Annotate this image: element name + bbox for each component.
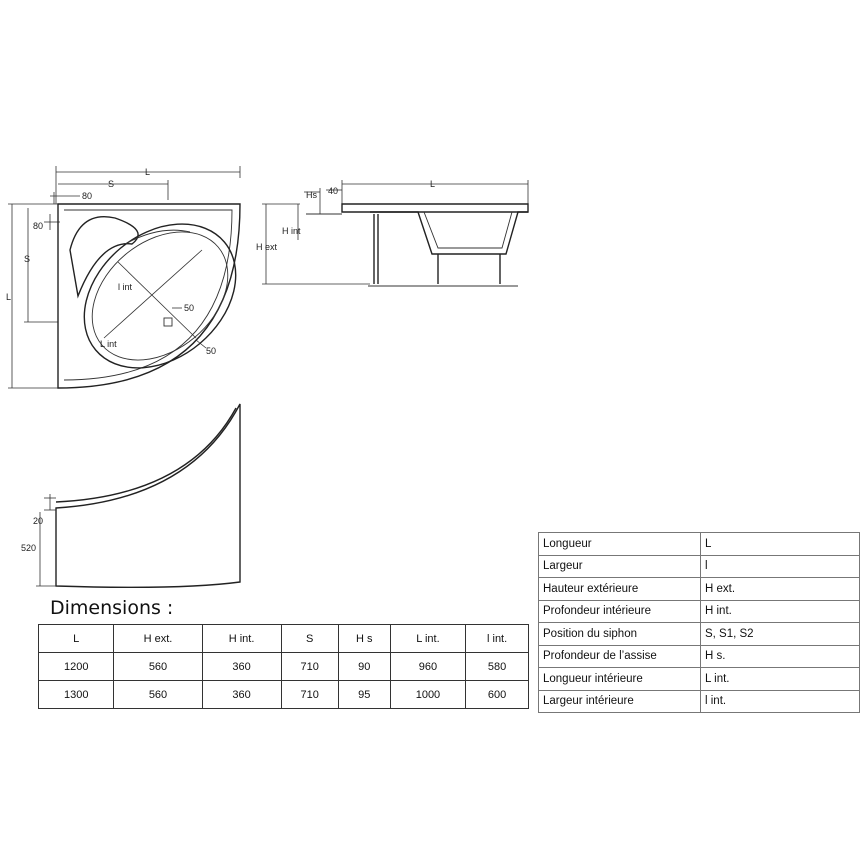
table-cell: 90 xyxy=(337,652,391,681)
legend-code: l int. xyxy=(700,689,860,713)
legend-name: Largeur xyxy=(538,554,701,578)
table-row: 1200 560 360 710 90 960 580 xyxy=(37,652,529,681)
table-cell: 560 xyxy=(113,680,203,709)
front-view: 20 520 xyxy=(21,403,241,589)
table-cell: 710 xyxy=(280,652,339,681)
label-H-int: H int xyxy=(282,226,301,236)
label-50-b: 50 xyxy=(206,346,216,356)
legend-code: L int. xyxy=(700,667,860,691)
legend-name: Largeur intérieure xyxy=(538,689,701,713)
legend-name: Profondeur intérieure xyxy=(538,599,701,623)
legend-code: l xyxy=(700,554,860,578)
legend-code: L xyxy=(700,532,860,556)
table-cell: 1300 xyxy=(37,680,115,709)
table-cell: 600 xyxy=(465,680,529,709)
table-header-row: L H ext. H int. S H s L int. l int. xyxy=(37,624,529,653)
table-cell: 1200 xyxy=(37,652,115,681)
dimensions-title: Dimensions : xyxy=(50,597,174,619)
side-view: L Hs 40 H int H ext xyxy=(256,179,529,287)
dimensions-table: L H ext. H int. S H s L int. l int. 1200… xyxy=(37,624,529,709)
legend-name: Hauteur extérieure xyxy=(538,577,701,601)
legend-code: H ext. xyxy=(700,577,860,601)
label-L-int: L int xyxy=(100,339,117,349)
table-cell: 960 xyxy=(389,652,467,681)
top-view: L S 80 80 S L l int L int xyxy=(6,166,241,389)
legend-code: S, S1, S2 xyxy=(700,622,860,646)
header-cell: l int. xyxy=(465,624,529,653)
header-cell: H s xyxy=(337,624,391,653)
header-cell: L int. xyxy=(389,624,467,653)
label-20: 20 xyxy=(33,516,43,526)
label-H-ext: H ext xyxy=(256,242,278,252)
legend-code: H s. xyxy=(700,644,860,668)
label-S-side: S xyxy=(24,254,30,264)
label-80-top: 80 xyxy=(82,191,92,201)
label-l-int: l int xyxy=(118,282,133,292)
header-cell: H ext. xyxy=(113,624,203,653)
table-cell: 1000 xyxy=(389,680,467,709)
table-row: 1300 560 360 710 95 1000 600 xyxy=(37,680,529,709)
legend-name: Profondeur de l’assise xyxy=(538,644,701,668)
header-cell: L xyxy=(37,624,115,653)
table-cell: 95 xyxy=(337,680,391,709)
header-cell: H int. xyxy=(201,624,282,653)
legend-name: Longueur xyxy=(538,532,701,556)
label-50-a: 50 xyxy=(184,303,194,313)
table-cell: 560 xyxy=(113,652,203,681)
label-L-side-view: L xyxy=(430,179,435,189)
table-cell: 710 xyxy=(280,680,339,709)
label-L-top: L xyxy=(145,167,150,177)
label-80-left: 80 xyxy=(33,221,43,231)
legend-code: H int. xyxy=(700,599,860,623)
table-cell: 580 xyxy=(465,652,529,681)
table-cell: 360 xyxy=(201,680,282,709)
table-cell: 360 xyxy=(201,652,282,681)
label-S-top: S xyxy=(108,179,114,189)
label-Hs: Hs xyxy=(306,190,317,200)
legend-name: Longueur intérieure xyxy=(538,667,701,691)
legend-name: Position du siphon xyxy=(538,622,701,646)
label-40: 40 xyxy=(328,186,338,196)
header-cell: S xyxy=(280,624,339,653)
label-L-side: L xyxy=(6,292,11,302)
label-520: 520 xyxy=(21,543,36,553)
